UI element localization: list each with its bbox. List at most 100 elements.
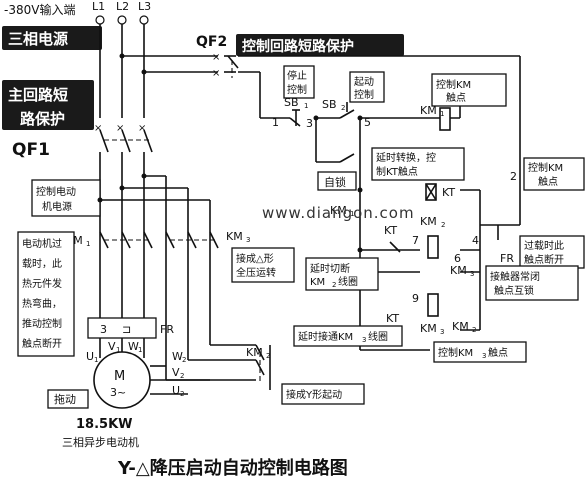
star-start-box: [281, 383, 365, 405]
svg-text:2: 2: [180, 372, 184, 380]
SB2-start-button: SB 2 5: [322, 98, 371, 129]
KM3-coil: 9 KM 2 KM 3: [412, 292, 476, 336]
km1-contact-label-2: 触点: [446, 91, 466, 104]
svg-text:KM: KM: [452, 320, 469, 333]
svg-text:2: 2: [182, 356, 186, 364]
delta-label-1: 接成△形: [236, 252, 274, 265]
delay-cut-label-1: 延时切断: [310, 262, 350, 275]
motor: U 1 V 1 W 1 M 3~ W 2 V 2 U 2: [86, 338, 210, 409]
svg-text:M: M: [114, 369, 125, 384]
svg-text:热弯曲，: 热弯曲，: [22, 297, 62, 310]
svg-text:KM: KM: [420, 215, 437, 228]
km2-contact-box: [523, 157, 585, 191]
self-lock-label: 自锁: [324, 175, 346, 189]
L1-label: L1: [92, 0, 105, 13]
svg-text:2: 2: [341, 104, 345, 112]
control-short-box: [236, 34, 404, 56]
QF1-label: QF1: [12, 140, 50, 160]
overload-trip-label-2: 触点断开: [524, 253, 564, 266]
svg-text:FR: FR: [500, 252, 514, 265]
svg-text:4: 4: [472, 234, 479, 247]
svg-text:W: W: [172, 350, 183, 363]
SB1-label: SB: [284, 96, 299, 109]
L3-label: L3: [138, 0, 151, 13]
svg-text:1: 1: [86, 240, 90, 248]
svg-text:V: V: [172, 366, 180, 379]
diagram-title: Y-△降压启动自动控制电路图: [117, 457, 348, 479]
svg-text:U: U: [86, 350, 94, 363]
svg-text:FR: FR: [160, 323, 174, 336]
svg-text:2: 2: [332, 281, 336, 289]
stop-label-2: 控制: [287, 83, 307, 96]
delay-on-box: [293, 325, 403, 347]
svg-text:9: 9: [412, 292, 419, 305]
stop-control-box: [283, 65, 315, 99]
svg-text:电动机过: 电动机过: [22, 237, 62, 250]
svg-text:×: ×: [212, 52, 220, 63]
svg-text:KM: KM: [450, 264, 467, 277]
svg-text:⊐: ⊐: [122, 323, 131, 336]
svg-text:1: 1: [350, 210, 354, 218]
delta-label-2: 全压运转: [236, 266, 276, 279]
svg-text:触点断开: 触点断开: [22, 337, 62, 350]
KM3-main-contacts: KM 3: [97, 173, 250, 380]
KT-delay-contacts: KT KT: [384, 224, 401, 341]
svg-text:3: 3: [362, 336, 366, 344]
svg-text:推动控制: 推动控制: [22, 317, 62, 330]
svg-text:×: ×: [212, 68, 220, 79]
main-phase-lines: [99, 24, 218, 118]
star-start-label: 接成Y形起动: [286, 388, 342, 401]
KM2-coil: KM 2 7 6 4: [412, 215, 479, 265]
KM1-coil: KM 1: [420, 104, 451, 131]
control-circuit: [259, 55, 521, 351]
motor-power-label-2: 机电源: [42, 200, 72, 213]
svg-text:1: 1: [94, 356, 98, 364]
svg-text:3: 3: [440, 328, 444, 336]
interlock-label-2: 触点互锁: [494, 284, 534, 297]
svg-text:×: ×: [138, 123, 146, 134]
motor-name: 三相异步电动机: [62, 435, 139, 449]
QF1-breaker: × × ×: [94, 123, 153, 320]
interlock-box: [485, 265, 579, 301]
three-phase-label: 三相电源: [8, 30, 68, 48]
delay-cut-label-2: KM: [310, 277, 325, 288]
svg-text:×: ×: [94, 123, 102, 134]
svg-text:3: 3: [100, 323, 107, 336]
svg-text:KT: KT: [384, 224, 397, 237]
control-short-label: 控制回路短路保护: [242, 38, 354, 55]
delay-on-label: 延时接通KM: [298, 330, 353, 343]
svg-text:1: 1: [116, 346, 120, 354]
svg-text:2: 2: [266, 352, 270, 360]
svg-text:KT: KT: [442, 186, 455, 199]
overload-box: [17, 231, 75, 357]
svg-text:KM: KM: [246, 346, 263, 359]
interlock-label-1: 接触器常闭: [490, 270, 540, 283]
main-short-box: [2, 80, 94, 130]
KM1-self-lock-contact: KM 1: [330, 153, 354, 218]
drive-label: 拖动: [54, 392, 76, 406]
delay-transfer-label-2: 制KT触点: [376, 165, 418, 178]
svg-text:1: 1: [440, 110, 444, 118]
start-label-2: 控制: [354, 88, 374, 101]
main-short-label-1: 主回路短: [8, 86, 68, 104]
overload-trip-label-1: 过载时此: [524, 239, 564, 252]
svg-text:1: 1: [138, 346, 142, 354]
motor-power-box: [31, 179, 101, 217]
svg-text:3: 3: [246, 236, 250, 244]
KM1-main-contacts: KM 1: [66, 231, 153, 249]
SB1-stop-button: SB 1 1 3: [272, 96, 313, 130]
overload-trip-box: [519, 235, 585, 269]
km1-contact-box: [431, 73, 507, 107]
svg-text:2: 2: [510, 170, 517, 183]
KT-coil: KT: [425, 183, 455, 201]
svg-text:线圈: 线圈: [338, 275, 358, 288]
delay-transfer-box: [371, 147, 465, 181]
svg-text:5: 5: [364, 116, 371, 129]
svg-text:3: 3: [306, 117, 313, 130]
svg-text:3: 3: [470, 270, 474, 278]
svg-text:KM: KM: [420, 322, 437, 335]
svg-text:3: 3: [482, 352, 486, 360]
svg-text:KM: KM: [330, 204, 347, 217]
input-voltage-label: -380V输入端: [4, 2, 75, 17]
svg-text:载时，此: 载时，此: [22, 257, 62, 270]
